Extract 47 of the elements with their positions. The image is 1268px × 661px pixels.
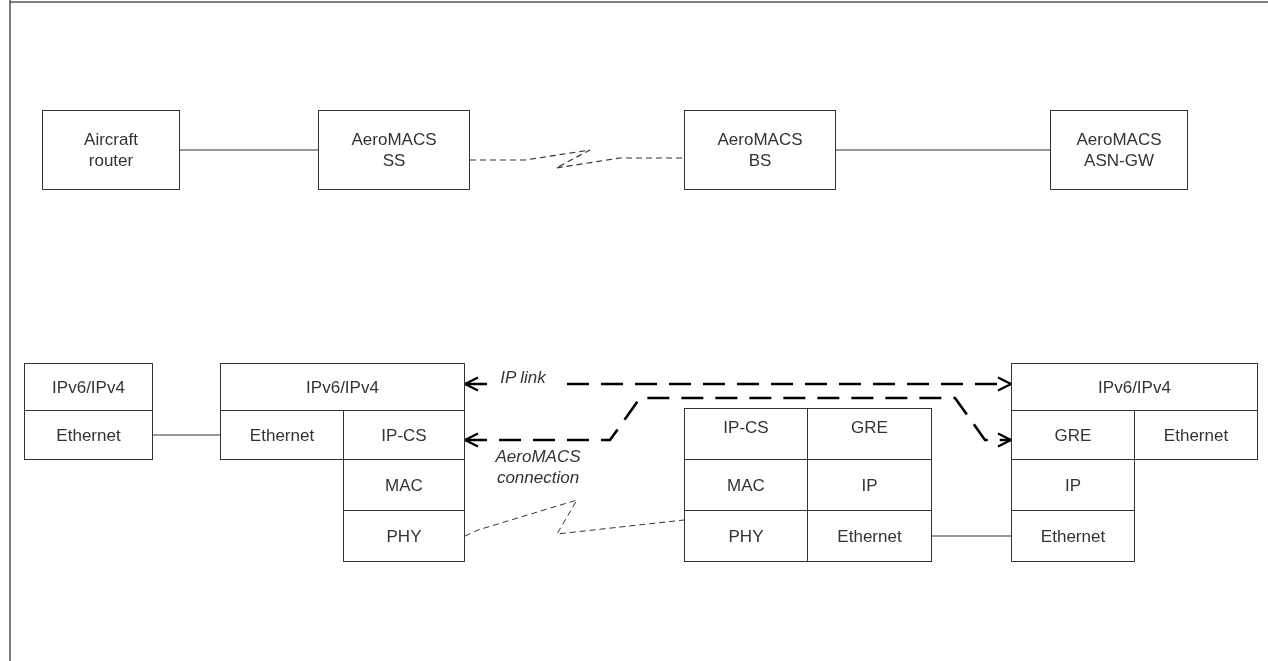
protocol-layer-cell xyxy=(24,410,153,460)
layer-name: IPv6/IPv4 xyxy=(1098,376,1171,398)
protocol-layer-cell xyxy=(24,363,153,411)
protocol-layer-cell xyxy=(684,510,808,562)
protocol-layer-cell xyxy=(1011,510,1135,562)
double-arrow xyxy=(463,396,1013,448)
protocol-layer-cell xyxy=(343,459,465,511)
protocol-layer-cell xyxy=(1011,459,1135,511)
protocol-layer-cell xyxy=(1011,363,1258,411)
layer-name: Ethernet xyxy=(1163,424,1229,446)
protocol-layer-cell xyxy=(220,410,344,460)
layer-name: IP-CS xyxy=(723,417,769,438)
connector-line xyxy=(469,149,685,169)
station-box xyxy=(318,110,470,190)
layer-name: IP-CS xyxy=(381,424,427,446)
connector-line xyxy=(464,499,685,537)
connector-line xyxy=(835,149,1051,151)
layer-name: PHY xyxy=(728,525,764,547)
layer-name: MAC xyxy=(385,474,423,496)
layer-name: GRE xyxy=(851,417,888,438)
connector-line xyxy=(931,535,1012,537)
layer-name: AeroMACS ASN-GW xyxy=(1075,129,1163,171)
layer-name: MAC xyxy=(727,474,765,496)
layer-name: PHY xyxy=(386,525,422,547)
layer-name: IPv6/IPv4 xyxy=(306,376,379,398)
connector-line xyxy=(179,149,319,151)
protocol-layer-cell xyxy=(807,510,932,562)
layer-name: Ethernet xyxy=(249,424,315,446)
protocol-layer-cell xyxy=(343,510,465,562)
connector-line xyxy=(152,434,221,436)
station-box xyxy=(684,110,836,190)
router-box xyxy=(42,110,180,190)
layer-name: IP xyxy=(861,474,878,496)
layer-name: AeroMACS SS xyxy=(350,129,438,171)
layer-name: Ethernet xyxy=(1040,525,1106,547)
layer-name: Ethernet xyxy=(56,424,121,446)
protocol-layer-cell xyxy=(1134,410,1258,460)
layer-name: Aircraft router xyxy=(83,129,139,171)
gateway-box xyxy=(1050,110,1188,190)
protocol-layer-cell xyxy=(807,408,932,460)
layer-name: Ethernet xyxy=(837,525,902,547)
protocol-layer-cell xyxy=(684,408,808,460)
layer-name: IP xyxy=(1064,474,1082,496)
layer-name: GRE xyxy=(1054,424,1092,446)
layer-name: IPv6/IPv4 xyxy=(52,376,125,398)
layer-name: AeroMACS BS xyxy=(716,129,804,171)
protocol-layer-cell xyxy=(220,363,465,411)
